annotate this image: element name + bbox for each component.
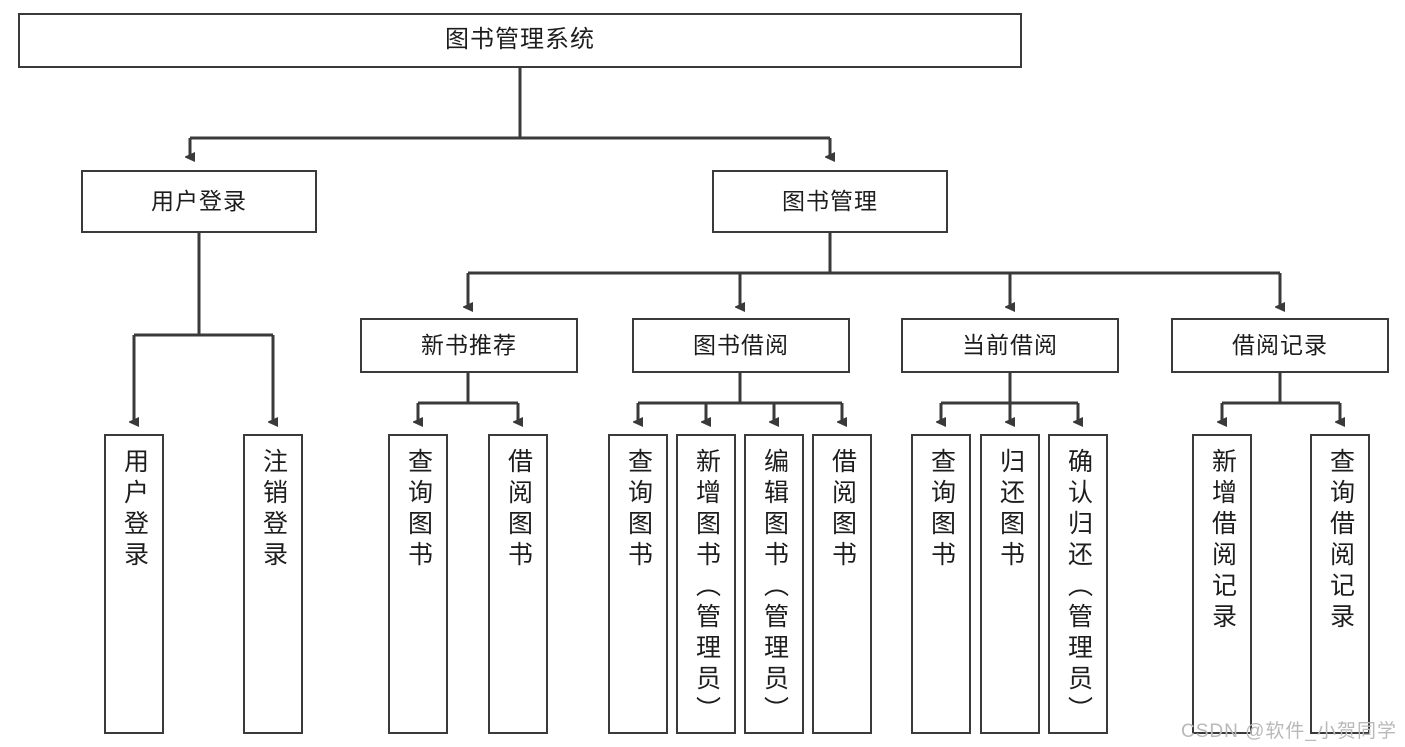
node-label: 当前借阅 (962, 331, 1058, 358)
node-book-management[interactable]: 图书管理 (712, 170, 948, 233)
node-label: 用户登录 (151, 187, 247, 214)
node-label: 注销登录 (259, 448, 288, 572)
node-user-login[interactable]: 用户登录 (81, 170, 317, 233)
node-label: 编辑图书（管理员） (760, 448, 789, 727)
node-label: 确认归还（管理员） (1064, 448, 1093, 727)
node-label: 查询借阅记录 (1326, 448, 1355, 634)
node-borrow-record[interactable]: 借阅记录 (1171, 318, 1389, 373)
node-label: 查询图书 (404, 448, 433, 572)
leaf-logout-login[interactable]: 注销登录 (243, 434, 303, 734)
node-label: 借阅记录 (1232, 331, 1328, 358)
node-label: 图书管理 (782, 187, 878, 214)
leaf-add-book-admin[interactable]: 新增图书（管理员） (676, 434, 736, 734)
node-label: 新书推荐 (421, 331, 517, 358)
node-label: 借阅图书 (504, 448, 533, 572)
node-current-borrow[interactable]: 当前借阅 (901, 318, 1119, 373)
node-label: 新增图书（管理员） (692, 448, 721, 727)
leaf-query-book-recommend[interactable]: 查询图书 (388, 434, 448, 734)
node-label: 新增借阅记录 (1208, 448, 1237, 634)
leaf-query-book-borrow[interactable]: 查询图书 (608, 434, 668, 734)
node-label: 借阅图书 (828, 448, 857, 572)
node-label: 查询图书 (927, 448, 956, 572)
node-label: 查询图书 (624, 448, 653, 572)
leaf-confirm-return-admin[interactable]: 确认归还（管理员） (1048, 434, 1108, 734)
leaf-return-book[interactable]: 归还图书 (980, 434, 1040, 734)
node-new-book-recommend[interactable]: 新书推荐 (360, 318, 578, 373)
leaf-user-login[interactable]: 用户登录 (104, 434, 164, 734)
node-label: 归还图书 (996, 448, 1025, 572)
node-root-system[interactable]: 图书管理系统 (18, 13, 1022, 68)
leaf-borrow-book[interactable]: 借阅图书 (812, 434, 872, 734)
leaf-query-book-current[interactable]: 查询图书 (911, 434, 971, 734)
node-label: 图书管理系统 (445, 26, 595, 54)
node-label: 用户登录 (120, 448, 149, 572)
leaf-edit-book-admin[interactable]: 编辑图书（管理员） (744, 434, 804, 734)
leaf-query-borrow-record[interactable]: 查询借阅记录 (1310, 434, 1370, 734)
node-book-borrow[interactable]: 图书借阅 (632, 318, 850, 373)
leaf-add-borrow-record[interactable]: 新增借阅记录 (1192, 434, 1252, 734)
leaf-borrow-book-recommend[interactable]: 借阅图书 (488, 434, 548, 734)
csdn-watermark: CSDN @软件_小贺同学 (1181, 721, 1397, 742)
node-label: 图书借阅 (693, 331, 789, 358)
